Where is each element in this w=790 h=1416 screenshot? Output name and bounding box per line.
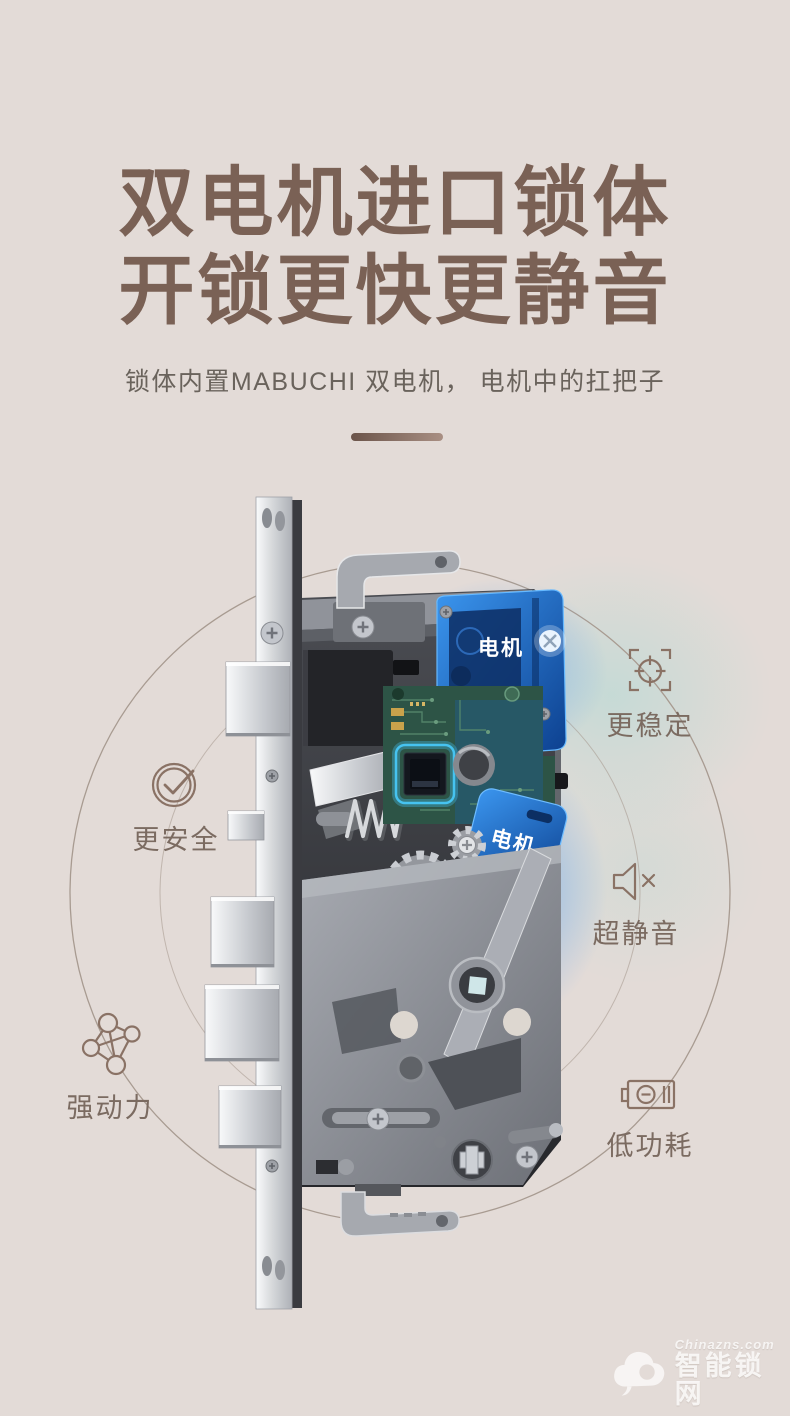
feature-label: 低功耗 [606, 1131, 694, 1161]
deadbolts [204, 661, 291, 1149]
internal-plates [303, 650, 419, 839]
title-line-2: 开锁更快更静音 [118, 249, 672, 334]
title-divider [351, 433, 443, 441]
spindle-hole [453, 744, 495, 786]
site-watermark: Chinazns.com 智能锁网 [610, 1338, 790, 1408]
motor-top-label: 电机 [478, 636, 524, 660]
deadbolt-4 [204, 984, 280, 1062]
watermark-site: Chinazns.com [674, 1337, 775, 1352]
feature-low-power: 低功耗 [594, 1076, 706, 1163]
page-subtitle: 锁体内置MABUCHI 双电机， 电机中的扛把子 [124, 368, 666, 396]
spring [345, 799, 406, 841]
gear-star [448, 826, 486, 864]
feature-label: 强动力 [66, 1093, 154, 1123]
speaker-mute-icon [612, 862, 656, 901]
feature-label: 更安全 [132, 825, 220, 855]
feature-quiet: 超静音 [580, 860, 692, 951]
bottom-hook-lever [340, 1184, 460, 1237]
focus-target-icon [628, 648, 672, 692]
title-line-1: 双电机进口锁体 [118, 161, 672, 246]
check-circle-icon [151, 762, 197, 808]
chip-highlight [392, 741, 458, 807]
deadbolt-1 [225, 661, 291, 737]
feature-label: 超静音 [592, 919, 680, 949]
deadbolt-2 [227, 810, 265, 841]
deadbolt-5 [218, 1085, 282, 1149]
feature-safer: 更安全 [120, 758, 232, 857]
feature-stable: 更稳定 [594, 646, 706, 743]
feature-label: 更稳定 [606, 711, 694, 741]
network-nodes-icon [81, 1012, 141, 1076]
feature-power: 强动力 [54, 1012, 166, 1125]
top-hook-lever [333, 550, 461, 642]
page-title: 双电机进口锁体 开锁更快更静音 [0, 160, 790, 336]
lower-mechanism [302, 845, 563, 1185]
watermark-name: 智能锁网 [674, 1350, 765, 1409]
cloud-logo-icon [614, 1352, 665, 1396]
deadbolt-3 [210, 896, 275, 968]
battery-icon [620, 1079, 676, 1110]
